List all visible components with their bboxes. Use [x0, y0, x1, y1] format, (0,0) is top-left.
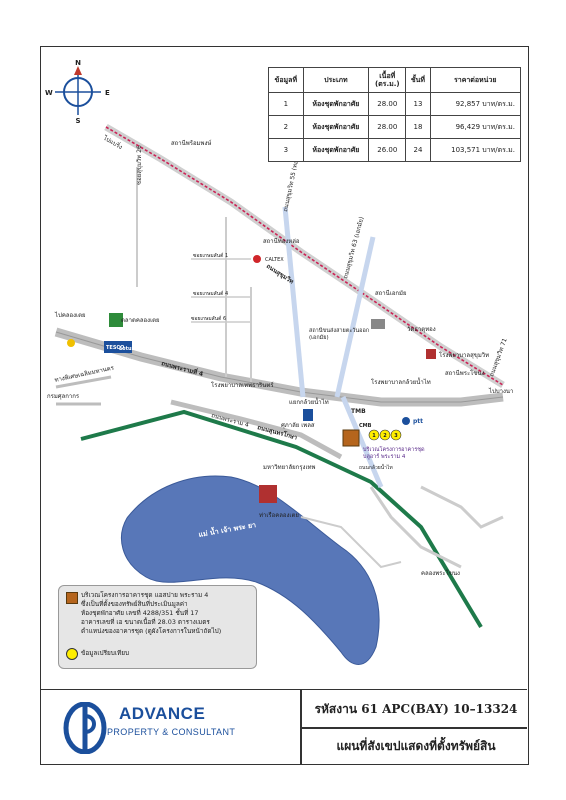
svg-text:สถานีเอกมัย: สถานีเอกมัย [375, 289, 407, 297]
svg-text:สถานีขนส่งสายตะวันออก(เอกมัย): สถานีขนส่งสายตะวันออก(เอกมัย) [309, 327, 369, 341]
svg-text:ไปบางนา: ไปบางนา [488, 387, 513, 395]
sukhumvit-road [104, 123, 505, 388]
svg-text:สถานีพร้อมพงษ์: สถานีพร้อมพงษ์ [171, 139, 211, 147]
job-code: รหัสงาน 61 APC(BAY) 10–13324 [314, 702, 518, 716]
port-icon [259, 485, 277, 503]
svg-text:ptt: ptt [413, 418, 423, 425]
kluaynamthai-road [340, 396, 384, 488]
svg-text:ถนนกล้วยน้ำไท: ถนนกล้วยน้ำไท [359, 462, 393, 471]
svg-text:3: 3 [394, 433, 398, 439]
th-price: ราคาต่อหน่วย [429, 67, 521, 93]
expressway-line [80, 409, 483, 629]
svg-text:CMB: CMB [359, 423, 372, 429]
svg-text:วัดธาตุทอง: วัดธาตุทอง [407, 326, 436, 333]
legend-compare-swatch [66, 648, 78, 660]
svg-text:ซอยเกษมสันต์ 6: ซอยเกษมสันต์ 6 [191, 315, 226, 322]
tesco-icon [104, 341, 132, 353]
ptt-icon [402, 417, 410, 425]
market-icon [109, 313, 123, 327]
svg-text:บริเวณโครงการอาคารชุดบลูอาร์ พ: บริเวณโครงการอาคารชุดบลูอาร์ พระราม 4 [363, 445, 425, 460]
svg-text:TESCO: TESCO [106, 345, 124, 351]
svg-text:โรงพยาบาลเทพธารินทร์: โรงพยาบาลเทพธารินทร์ [211, 381, 274, 389]
sunthornkosa-road [170, 399, 343, 460]
svg-text:โรงพยาบาลสุขุมวิท: โรงพยาบาลสุขุมวิท [439, 351, 489, 359]
svg-text:1: 1 [372, 433, 376, 439]
legend-project-text: บริเวณโครงการอาคารชุด แอสปาย พระราม 4 ซึ… [81, 591, 222, 635]
compass-n: N [75, 59, 81, 67]
compass-s: S [75, 117, 80, 125]
location-map: N S E W 1 2 3 ไปแบริ่ง สถานีพร้อมพงษ์ สถ… [45, 59, 513, 665]
table-row: 2 ห้องชุดพักอาศัย 28.00 18 96,429 บาท/ตร… [268, 115, 521, 139]
compare-circle-2 [379, 429, 391, 441]
th-floor: ชั้นที่ [405, 67, 431, 93]
footer-divider-h [300, 727, 527, 729]
svg-text:คลองพระโขนง: คลองพระโขนง [421, 569, 460, 577]
compass-icon: N S E W [45, 59, 110, 125]
svg-text:CALTEX: CALTEX [265, 257, 284, 263]
soi55-road [282, 206, 306, 398]
svg-text:2: 2 [383, 433, 387, 439]
university-icon [303, 409, 313, 421]
svg-text:Lotus: Lotus [119, 346, 135, 352]
company-name: ADVANCE [119, 704, 206, 723]
company-logo-icon [63, 702, 107, 754]
legend-compare-text: ข้อมูลเปรียบเทียบ [81, 649, 130, 657]
th-type: ประเภท [302, 67, 370, 93]
svg-text:โรงพยาบาลกล้วยน้ำไท: โรงพยาบาลกล้วยน้ำไท [371, 376, 431, 386]
compass-w: W [45, 89, 53, 97]
compass-e: E [105, 89, 110, 97]
svg-text:ซอยเกษมสันต์ 4: ซอยเกษมสันต์ 4 [193, 290, 228, 297]
svg-text:สถานีทองหล่อ: สถานีทองหล่อ [263, 237, 300, 245]
svg-text:TMB: TMB [351, 408, 366, 415]
caltex-icon [253, 255, 261, 263]
svg-text:มหาวิทยาลัยกรุงเทพ: มหาวิทยาลัยกรุงเทพ [263, 464, 315, 471]
svg-text:ซอยเกษมสันต์ 1: ซอยเกษมสันต์ 1 [193, 252, 228, 259]
svg-text:ถนนสุขุมวิท 71: ถนนสุขุมวิท 71 [488, 337, 508, 378]
table-row: 3 ห้องชุดพักอาศัย 26.00 24 103,571 บาท/ต… [268, 138, 521, 162]
project-marker [342, 429, 360, 447]
th-no: ข้อมูลที่ [268, 67, 304, 93]
svg-text:ตลาดคลองเตย: ตลาดคลองเตย [121, 317, 160, 324]
svg-text:ถนนสุขุมวิท 63 (เอกมัย): ถนนสุขุมวิท 63 (เอกมัย) [342, 216, 365, 279]
hospital-icon [426, 349, 436, 359]
compare-circle-3 [390, 429, 402, 441]
svg-text:สถานีพระโขนง: สถานีพระโขนง [445, 369, 485, 377]
svg-text:ศุภาลัย เพลส: ศุภาลัย เพลส [281, 422, 315, 429]
svg-text:ซอยสุขุมวิท 26: ซอยสุขุมวิท 26 [136, 145, 143, 185]
th-area: เนื้อที่ (ตร.ม.) [368, 67, 407, 93]
shell-icon [67, 339, 75, 347]
soi63-road [334, 236, 376, 398]
footer: ADVANCE PROPERTY & CONSULTANT รหัสงาน 61… [41, 689, 527, 765]
table-row: 1 ห้องชุดพักอาศัย 28.00 13 92,857 บาท/ตร… [268, 92, 521, 116]
svg-text:ท่าเรือคลองเตย: ท่าเรือคลองเตย [259, 511, 299, 519]
legend-project-swatch [66, 592, 78, 604]
river [120, 475, 380, 665]
svg-text:กรมศุลกากร: กรมศุลกากร [47, 393, 80, 400]
bus-station-icon [371, 319, 385, 329]
bts-line [105, 126, 504, 386]
map-legend: บริเวณโครงการอาคารชุด แอสปาย พระราม 4 ซึ… [58, 585, 257, 669]
comparison-table: ข้อมูลที่ ประเภท เนื้อที่ (ตร.ม.) ชั้นที… [268, 67, 521, 162]
map-title: แผนที่สังเขปแสดงที่ตั้งทรัพย์สิน [336, 739, 496, 753]
svg-text:ไปคลองเตย: ไปคลองเตย [54, 311, 86, 319]
svg-text:แยกกล้วยน้ำไท: แยกกล้วยน้ำไท [289, 396, 329, 406]
company-subtitle: PROPERTY & CONSULTANT [107, 727, 236, 737]
compare-circle-1 [368, 429, 380, 441]
